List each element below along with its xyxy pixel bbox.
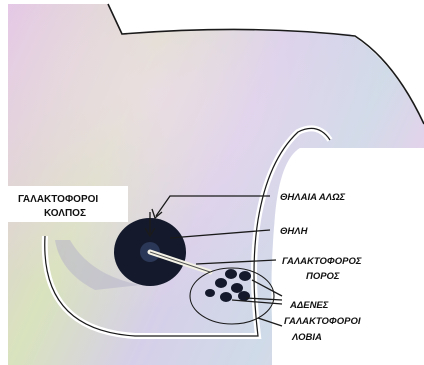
label-duct-line1: ΓΑΛΑΚΤΟΦΟΡΟΣ [282,256,362,267]
lobule [205,289,215,297]
label-glands-line3: ΛΟΒΙΑ [291,332,322,343]
label-glands-line1: ΑΔΕΝΕΣ [289,300,329,311]
lobule [239,271,251,281]
label-duct-line2: ΠΟΡΟΣ [306,271,340,282]
lobule [215,278,227,288]
lobule [225,269,237,279]
label-glands-line2: ΓΑΛΑΚΤΟΦΟΡΟΙ [284,316,361,327]
label-nipple: ΘΗΛΗ [280,226,309,237]
label-areola: ΘΗΛΑΙΑ ΑΛΩΣ [280,192,345,203]
lobule [220,292,232,302]
label-sinus-line2: ΚΟΛΠΟΣ [44,208,86,219]
lobule [238,291,250,301]
lobule [231,283,243,293]
label-sinus-line1: ΓΑΛΑΚΤΟΦΟΡΟΙ [18,194,98,205]
